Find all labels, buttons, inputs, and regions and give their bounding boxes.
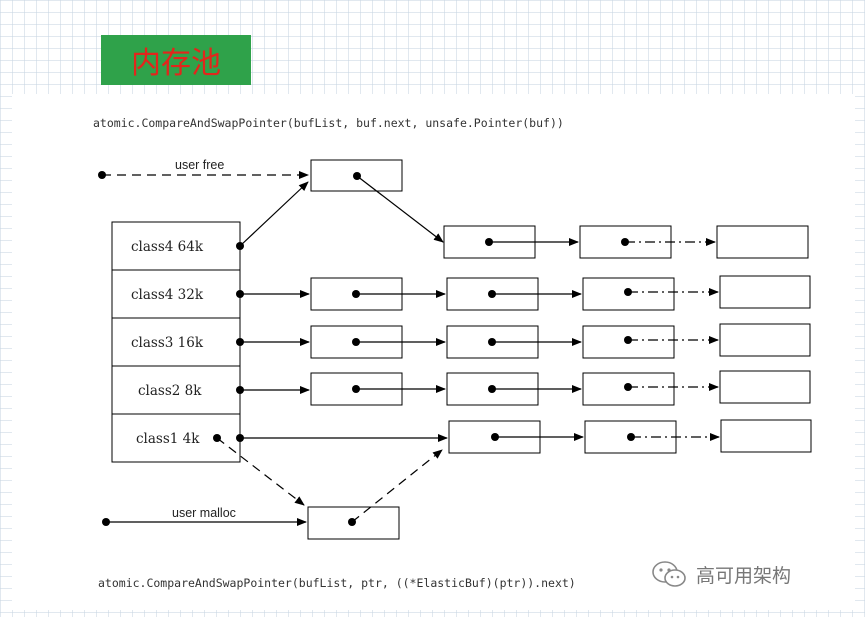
class-label: class4 32k xyxy=(131,287,204,303)
class-label: class4 64k xyxy=(131,239,204,255)
solid-arrows xyxy=(106,175,584,526)
buffer-node xyxy=(719,370,811,404)
user-malloc-label: user malloc xyxy=(172,506,236,520)
buffer-node xyxy=(719,275,811,309)
buffer-node xyxy=(719,323,811,357)
watermark-text: 高可用架构 xyxy=(696,564,792,587)
page-title: 内存池 xyxy=(101,35,251,85)
watermark: 高可用架构 xyxy=(650,558,791,590)
buffer-node xyxy=(716,225,809,259)
wechat-icon xyxy=(652,561,686,587)
user-free-label: user free xyxy=(175,158,224,172)
class-label: class1 4k xyxy=(136,431,200,447)
top-code-text: atomic.CompareAndSwapPointer(bufList, bu… xyxy=(93,116,564,130)
class-label: class3 16k xyxy=(131,335,204,351)
buffer-nodes xyxy=(307,159,812,540)
buffer-node xyxy=(720,419,812,453)
dashed-arrows xyxy=(102,171,443,523)
dashdot-arrows xyxy=(625,238,720,441)
class-label: class2 8k xyxy=(138,383,202,399)
bottom-code-text: atomic.CompareAndSwapPointer(bufList, pt… xyxy=(98,576,576,590)
